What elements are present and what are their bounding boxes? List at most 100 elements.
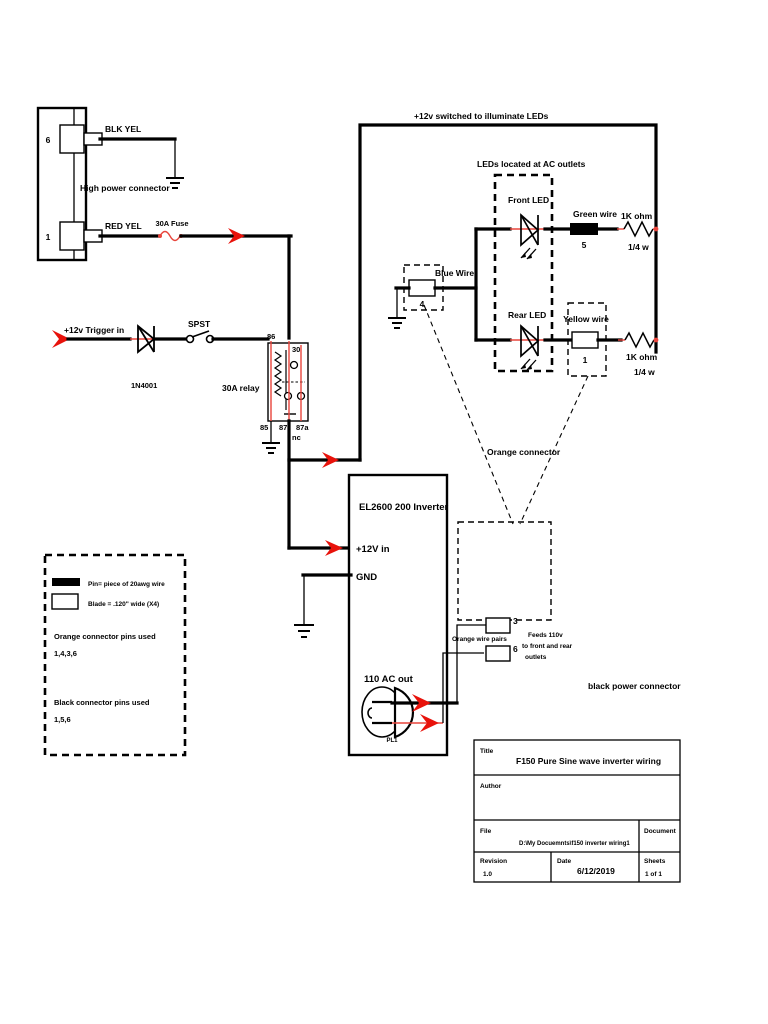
- front-led-symbol: [520, 213, 540, 260]
- legend-orange-pins: 1,4,3,6: [54, 649, 77, 658]
- tb-file-value: D:\My Docuemnts\f150 inverter wiring1: [519, 841, 630, 847]
- tb-title-label: Title: [480, 748, 494, 755]
- relay-contact-87: [283, 391, 293, 401]
- yellow-wire-pin-number: 1: [583, 355, 588, 365]
- fuse-branch: 30A Fuse: [98, 219, 293, 340]
- legend-pin-swatch: [52, 578, 80, 586]
- led-group-dashed-box: [493, 173, 554, 373]
- diode-label: 1N4001: [131, 381, 157, 390]
- tb-title-value: F150 Pure Sine wave inverter wiring: [516, 756, 661, 766]
- relay-pin-86: 86: [267, 332, 275, 341]
- resistor-front-1k: [617, 220, 659, 238]
- feeds-note-line1: Feeds 110v: [528, 632, 563, 639]
- orange-wire-pairs-label: Orange wire pairs: [452, 636, 507, 643]
- legend-black-heading: Black connector pins used: [54, 698, 150, 707]
- feeds-note-line3: outlets: [525, 654, 547, 661]
- inverter-el2600: EL2600 200 Inverter +12V in GND 110 AC o…: [294, 473, 449, 757]
- ac-out-wiring: [390, 624, 494, 732]
- title-block-frame: [473, 739, 681, 883]
- relay-output-wires: [287, 419, 362, 556]
- top-rail-label: +12v switched to illuminate LEDs: [414, 111, 549, 121]
- tb-date-label: Date: [557, 858, 571, 865]
- blue-wire-connector: 4 Blue Wire: [388, 227, 478, 342]
- ac-neutral-arrow: [420, 714, 439, 732]
- rear-led-label: Rear LED: [508, 310, 546, 320]
- relay-pin-87a: 87a: [296, 423, 309, 432]
- relay-contact-30: [289, 360, 299, 370]
- feeds-note-line2: to front and rear: [522, 643, 573, 650]
- trigger-input-label: +12v Trigger in: [64, 325, 124, 335]
- tb-file-label: File: [480, 828, 492, 835]
- tb-author-label: Author: [480, 783, 502, 790]
- orange-pin-6-number: 6: [513, 644, 518, 654]
- orange-connector-dashed-box: [457, 521, 552, 621]
- legend-pin-note: Pin= piece of 20awg wire: [88, 581, 165, 588]
- ac-hot-arrow: [412, 694, 431, 712]
- flow-arrow-fuse: [228, 228, 245, 244]
- led-group-label: LEDs located at AC outlets: [477, 159, 586, 169]
- leader-left: [423, 304, 514, 525]
- wire-to-orange-pin-3: [456, 624, 494, 703]
- inverter-ac-out-label: 110 AC out: [364, 674, 414, 685]
- front-led-branch: Front LED Green wire 5 1K ohm 1/4 w: [474, 195, 659, 260]
- fuse-symbol: [159, 230, 181, 242]
- yellow-wire-blade: [571, 331, 599, 349]
- fuse-label: 30A Fuse: [155, 219, 188, 228]
- yellow-wire-label: Yellow wire: [563, 314, 609, 324]
- title-block: Title F150 Pure Sine wave inverter wirin…: [473, 739, 681, 883]
- legend-blade-swatch: [51, 593, 79, 610]
- ground-symbol-connector: [166, 177, 184, 189]
- resistor-rear-value: 1K ohm: [626, 352, 658, 362]
- rear-led-branch: Rear LED Yellow wire 1 1K ohm 1/4 w: [474, 302, 659, 377]
- ground-symbol-relay: [262, 442, 280, 454]
- orange-connector-callout: Orange connector: [423, 304, 589, 525]
- wire-to-orange-pin-6: [442, 652, 484, 723]
- legend-box: Pin= piece of 20awg wire Blade = .120" w…: [43, 553, 187, 757]
- pin-1-blade: [59, 221, 85, 251]
- green-wire-pin-block: [570, 223, 598, 235]
- tb-document-label: Document: [644, 828, 677, 835]
- legend-orange-heading: Orange connector pins used: [54, 632, 156, 641]
- leader-right: [519, 375, 589, 525]
- resistor-front-watt: 1/4 w: [628, 242, 649, 252]
- legend-black-pins: 1,5,6: [54, 715, 71, 724]
- front-led-label: Front LED: [508, 195, 549, 205]
- inverter-model-label: EL2600 200 Inverter: [359, 502, 449, 513]
- leds-at-ac-outlets-group: LEDs located at AC outlets: [477, 159, 586, 373]
- pin-6-number: 6: [46, 135, 51, 145]
- rear-led-symbol: [520, 324, 540, 371]
- blk-yel-label: BLK YEL: [105, 124, 141, 134]
- relay-coil: [273, 351, 283, 397]
- ground-symbol-blue-wire: [388, 317, 406, 329]
- legend-blade-note: Blade = .120" wide (X4): [88, 601, 159, 608]
- spst-switch[interactable]: [185, 330, 215, 344]
- tb-sheets-label: Sheets: [644, 858, 666, 865]
- relay-30a: 86 30 85 87 87a nc 30A relay: [222, 332, 309, 454]
- inverter-body: [347, 473, 449, 757]
- resistor-rear-watt: 1/4 w: [634, 367, 655, 377]
- spst-label: SPST: [188, 319, 211, 329]
- flow-arrow-inverter-in: [325, 540, 343, 556]
- resistor-front-value: 1K ohm: [621, 211, 653, 221]
- outlet-reference: PL1: [386, 738, 398, 744]
- green-wire-pin-number: 5: [582, 240, 587, 250]
- orange-connector-label: Orange connector: [487, 447, 561, 457]
- tb-revision-value: 1.0: [483, 871, 492, 878]
- trigger-branch: +12v Trigger in 1N4001 SPST: [52, 319, 270, 390]
- high-power-connector: 6 BLK YEL High power connector 1 RED YEL: [36, 106, 184, 262]
- high-power-connector-label: High power connector: [80, 183, 170, 193]
- relay-label: 30A relay: [222, 383, 260, 393]
- orange-pin-3-number: 3: [513, 616, 518, 626]
- tb-sheets-value: 1 of 1: [645, 871, 662, 878]
- orange-pin-6-blade: [485, 645, 511, 662]
- blue-wire-label: Blue Wire: [435, 268, 474, 278]
- inverter-input-label: +12V in: [356, 544, 390, 555]
- flow-arrow-led-rail: [322, 452, 339, 468]
- red-yel-label: RED YEL: [105, 221, 142, 231]
- black-power-connector-label: black power connector: [588, 681, 681, 691]
- relay-nc-label: nc: [292, 433, 301, 442]
- blue-wire-blade: [408, 279, 436, 297]
- trigger-input-arrow: [52, 330, 70, 348]
- green-wire-label: Green wire: [573, 209, 617, 219]
